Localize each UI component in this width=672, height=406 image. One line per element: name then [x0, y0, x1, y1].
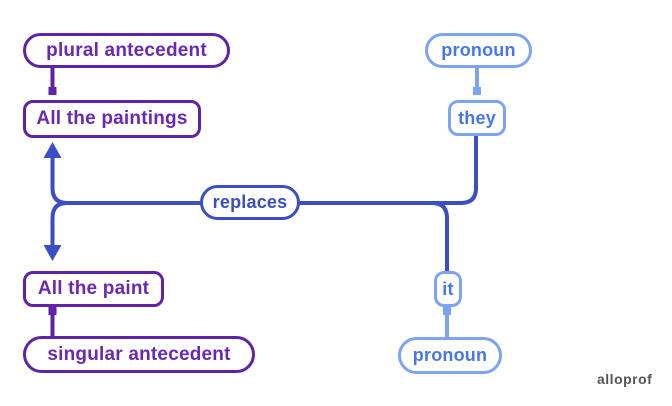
pin-square-singular	[48, 307, 57, 315]
node-all-the-paintings: All the paintings	[23, 100, 201, 138]
node-all-the-paint: All the paint	[23, 271, 164, 307]
node-replaces: replaces	[200, 185, 300, 220]
node-they: they	[448, 100, 506, 136]
alloprof-watermark: alloprof	[597, 371, 653, 387]
node-singular-antecedent: singular antecedent	[23, 336, 255, 373]
up-arrowhead-icon	[43, 142, 62, 158]
pin-square-plural	[48, 87, 57, 95]
pin-square-they	[473, 87, 481, 95]
node-it: it	[434, 271, 462, 307]
node-pronoun-top: pronoun	[425, 33, 532, 68]
pin-square-pronoun-bottom	[443, 307, 451, 315]
node-pronoun-bottom: pronoun	[398, 337, 502, 374]
down-arrowhead-icon	[43, 245, 62, 261]
connector-branch-to-it	[431, 201, 449, 271]
node-plural-antecedent: plural antecedent	[23, 33, 230, 68]
connector-branch-to-paint	[50, 201, 68, 246]
